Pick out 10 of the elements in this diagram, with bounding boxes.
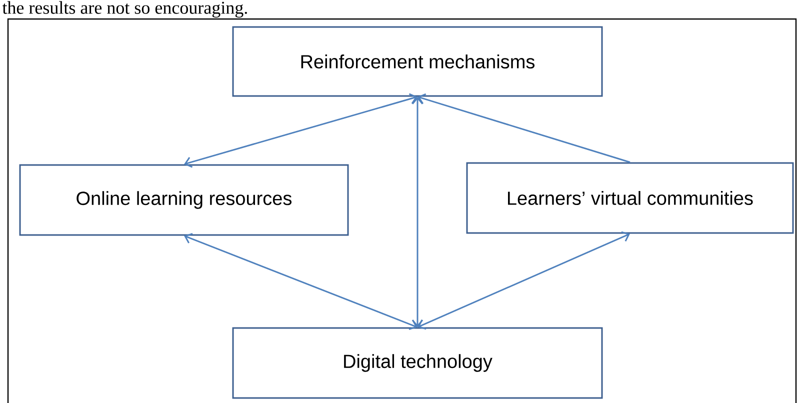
text-box: Learners’ virtual communities <box>466 162 794 234</box>
arrow <box>418 93 630 163</box>
text-box: Digital technology <box>232 327 603 399</box>
arrow <box>412 96 424 328</box>
arrow <box>184 93 418 168</box>
text-box: Reinforcement mechanisms <box>232 26 603 97</box>
body-text: the results are not so encouraging. <box>2 1 247 18</box>
arrow <box>418 231 630 330</box>
text-box: Online learning resources <box>19 164 349 236</box>
arrow <box>184 232 418 330</box>
